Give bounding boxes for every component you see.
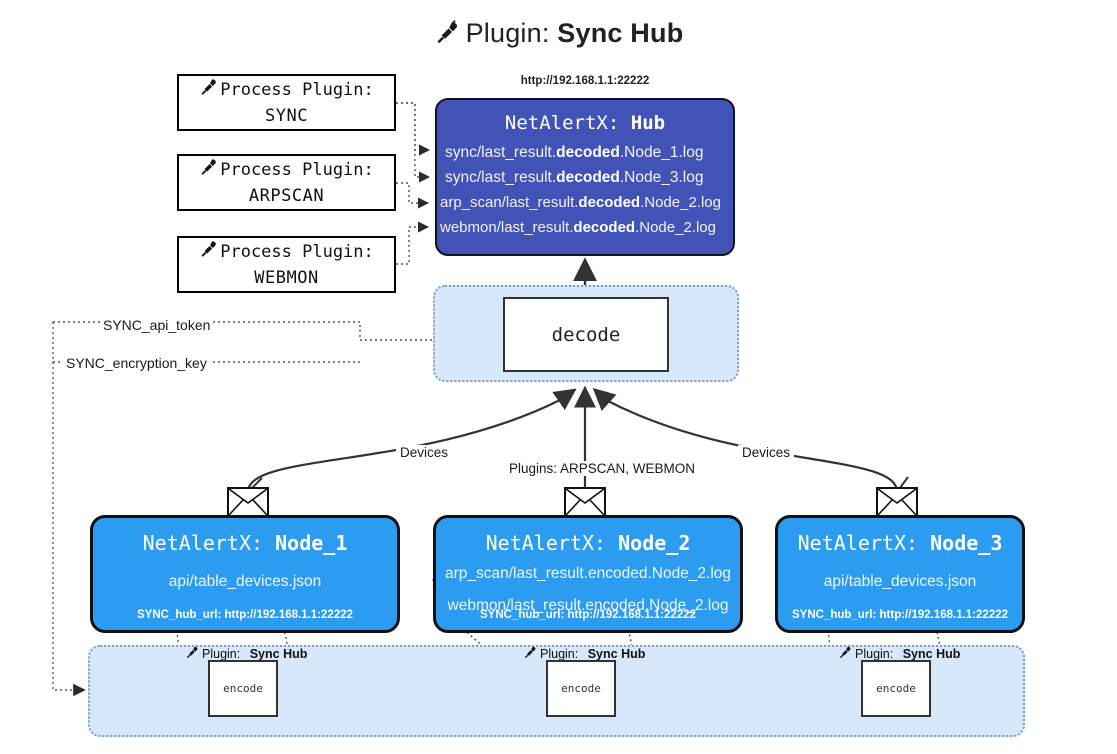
hub-url-label: http://192.168.1.1:22222 <box>520 75 650 87</box>
node-title: NetAlertX: Node_3 <box>797 531 1003 555</box>
node-hub-url: SYNC_hub_url: http://192.168.1.1:22222 <box>479 609 697 621</box>
hub-title-name: Hub <box>630 112 666 134</box>
node-title: NetAlertX: Node_2 <box>485 531 691 555</box>
node-hub-url: SYNC_hub_url: http://192.168.1.1:22222 <box>136 609 354 621</box>
hub-title: NetAlertX: Hub <box>437 112 733 134</box>
process-plugin-label: Process Plugin: <box>220 159 374 180</box>
plug-icon <box>523 645 537 662</box>
node-line: webmon/last_result.encoded.Node_2.log <box>447 597 729 614</box>
edge-label-devices-left: Devices <box>396 445 453 460</box>
envelope-icon <box>876 487 918 517</box>
sync-api-token-label: SYNC_api_token <box>100 317 214 333</box>
process-plugin-box-webmon[interactable]: Process Plugin: WEBMON <box>177 236 396 293</box>
process-plugin-box-sync[interactable]: Process Plugin: SYNC <box>177 74 396 131</box>
decode-box[interactable]: decode <box>503 297 669 372</box>
hub-node[interactable]: NetAlertX: Hub sync/last_result.decoded.… <box>435 98 735 256</box>
plug-icon <box>434 19 460 52</box>
plug-icon <box>838 645 852 662</box>
process-plugin-box-arpscan[interactable]: Process Plugin: ARPSCAN <box>177 154 396 211</box>
process-plugin-name: ARPSCAN <box>248 185 325 206</box>
process-plugin-name: SYNC <box>265 105 308 126</box>
node-hub-url: SYNC_hub_url: http://192.168.1.1:22222 <box>791 609 1009 621</box>
hub-log-list: sync/last_result.decoded.Node_1.log sync… <box>437 140 733 240</box>
edge-label-plugins: Plugins: ARPSCAN, WEBMON <box>505 461 700 476</box>
encode-plugin-label: Plugin: Sync Hub <box>523 645 645 662</box>
page-title: Plugin: Sync Hub <box>0 18 1117 52</box>
edge-label-devices-right: Devices <box>738 445 795 460</box>
process-plugin-label: Process Plugin: <box>220 241 374 262</box>
sync-encryption-key-label: SYNC_encryption_key <box>63 355 210 371</box>
process-plugin-label: Process Plugin: <box>220 79 374 100</box>
plug-icon <box>185 645 199 662</box>
node-3[interactable]: NetAlertX: Node_3 api/table_devices.json… <box>775 515 1025 633</box>
hub-log-row: sync/last_result.decoded.Node_1.log <box>445 144 704 161</box>
encode-box-3[interactable]: encode <box>861 660 931 717</box>
node-line: arp_scan/last_result.encoded.Node_2.log <box>444 565 732 582</box>
process-plugin-name: WEBMON <box>254 267 319 288</box>
hub-title-prefix: NetAlertX: <box>504 112 620 134</box>
node-title: NetAlertX: Node_1 <box>142 531 348 555</box>
hub-log-row: arp_scan/last_result.decoded.Node_2.log <box>440 194 721 211</box>
encode-plugin-label: Plugin: Sync Hub <box>185 645 307 662</box>
encode-box-1[interactable]: encode <box>208 660 278 717</box>
title-prefix: Plugin: <box>465 18 550 48</box>
encode-plugin-label: Plugin: Sync Hub <box>838 645 960 662</box>
hub-log-row: sync/last_result.decoded.Node_3.log <box>445 169 704 186</box>
hub-log-row: webmon/last_result.decoded.Node_2.log <box>440 219 716 236</box>
node-line: api/table_devices.json <box>823 573 977 590</box>
envelope-icon <box>227 487 269 517</box>
encode-box-2[interactable]: encode <box>546 660 616 717</box>
envelope-icon <box>564 487 606 517</box>
plug-icon <box>199 239 218 266</box>
node-line: api/table_devices.json <box>168 573 322 590</box>
node-1[interactable]: NetAlertX: Node_1 api/table_devices.json… <box>90 515 400 633</box>
node-2[interactable]: NetAlertX: Node_2 arp_scan/last_result.e… <box>433 515 743 633</box>
plug-icon <box>199 77 218 104</box>
title-name: Sync Hub <box>557 18 684 48</box>
plug-icon <box>199 157 218 184</box>
